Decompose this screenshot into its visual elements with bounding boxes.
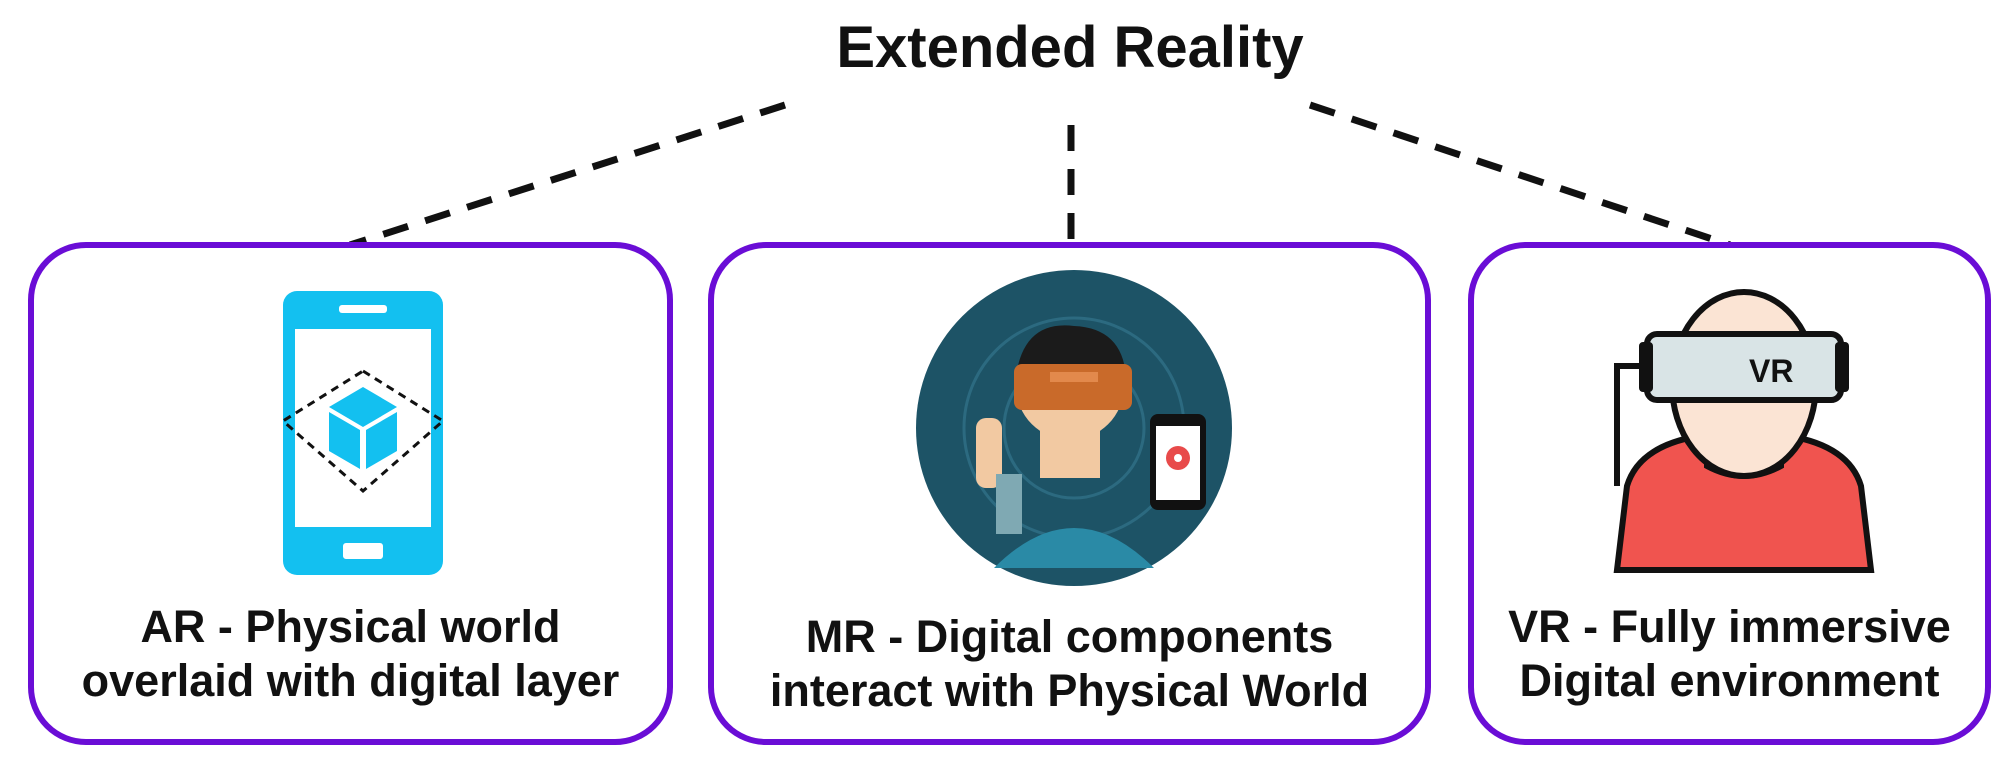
ar-label-line1: AR - Physical world	[140, 601, 561, 652]
vr-label-line1: VR - Fully immersive	[1508, 601, 1951, 652]
vr-box: VR VR - Fully immersive Digital environm…	[1468, 242, 1991, 745]
smartphone-ar-cube-icon	[280, 291, 446, 575]
ar-label: AR - Physical world overlaid with digita…	[34, 600, 667, 708]
mr-label-line2: interact with Physical World	[769, 665, 1370, 716]
mr-box: MR - Digital components interact with Ph…	[708, 242, 1431, 745]
vr-headset-person-icon: VR	[1613, 289, 1875, 573]
mr-label: MR - Digital components interact with Ph…	[714, 610, 1425, 718]
mr-label-line1: MR - Digital components	[805, 611, 1334, 662]
vr-label: VR - Fully immersive Digital environment	[1474, 600, 1985, 708]
ar-label-line2: overlaid with digital layer	[81, 655, 620, 706]
connector-ar	[348, 101, 787, 249]
vr-label-line2: Digital environment	[1519, 655, 1940, 706]
mixed-reality-headset-icon	[916, 270, 1232, 586]
ar-box: AR - Physical world overlaid with digita…	[28, 242, 673, 745]
connector-vr	[1308, 101, 1732, 249]
svg-text:VR: VR	[1749, 353, 1793, 389]
diagram-title: Extended Reality	[836, 15, 1304, 80]
